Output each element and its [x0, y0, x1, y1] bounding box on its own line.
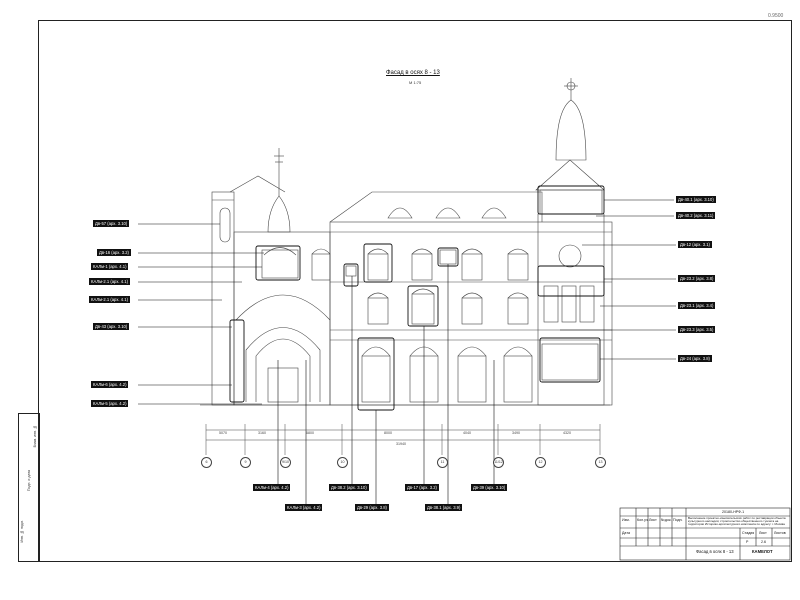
- callout-label: Дв-57 (арх. 3.10): [93, 220, 130, 227]
- callout-label: Дв-16 (арх. 3.2): [97, 249, 131, 256]
- callout-label: Дв-23.1 (арх. 3.4): [678, 302, 716, 309]
- callout-label: КАЛм-6 (арх. 4.2): [91, 381, 129, 388]
- title-block-drawing-name: Фасад в осях 8 - 13: [696, 549, 734, 554]
- callout-label: Дв-39 (арх. 3.10): [471, 484, 508, 491]
- title-block-row-label: №док.: [661, 518, 672, 522]
- callout-label: Дв-38.1 (арх. 3.9): [425, 504, 463, 511]
- callout-label: Дв-23.3 (арх. 3.5): [678, 326, 716, 333]
- title-block-row-label: Подп.: [673, 518, 683, 522]
- callout-label: Дв-12 (арх. 3.1): [678, 241, 712, 248]
- callout-label: Дв-17 (арх. 3.2): [405, 484, 439, 491]
- title-block-code: 20180-НРФ-1: [722, 510, 745, 514]
- title-block-sheets-header: Листов: [774, 531, 786, 535]
- title-block-sheet-no: 2.6: [761, 540, 766, 544]
- title-block-stage: Р: [746, 540, 749, 544]
- dim-segment: 4320: [563, 431, 571, 435]
- page-title: Фасад в осях 8 - 13: [386, 70, 440, 76]
- dim-segment: 5070: [219, 431, 227, 435]
- callout-label: Дв-24 (арх. 3.8): [678, 355, 712, 362]
- callout-label: Дв-23.2 (арх. 3.8): [678, 275, 716, 282]
- dim-segment: 3160: [258, 431, 266, 435]
- sheet-border: [38, 20, 792, 562]
- title-block-row-label: Дата: [622, 531, 630, 535]
- title-block-row-label: Изм.: [622, 518, 630, 522]
- axis-bubble: 12: [535, 457, 546, 468]
- callout-label: Дв-38.2 (арх. 3.10): [329, 484, 369, 491]
- axis-bubble: 11/12: [493, 457, 504, 468]
- axis-bubble: 13: [595, 457, 606, 468]
- title-block-stage-header: Стадия: [742, 531, 755, 535]
- dim-segment: 4040: [463, 431, 471, 435]
- axis-bubble: 6: [201, 457, 212, 468]
- callout-label: КАЛм-5 (арх. 4.2): [91, 400, 129, 407]
- sheet-top-number: 0.9500: [768, 13, 784, 19]
- company-logo: КАМЕЛОТ: [752, 549, 773, 554]
- callout-label: КАЛм-1 (арх. 4.1): [91, 263, 129, 270]
- dim-segment: 3490: [512, 431, 520, 435]
- title-block-sheet-header: Лист: [759, 531, 767, 535]
- callout-label: КАЛм-2.1 (арх. 4.1): [89, 278, 130, 285]
- callout-label: КАЛм-4 (арх. 4.2): [253, 484, 291, 491]
- callout-label: Дв-40.1 (арх. 3.10): [676, 196, 716, 203]
- callout-label: Дв-40.2 (арх. 3.11): [676, 212, 716, 219]
- axis-bubble: 9/10: [280, 457, 291, 468]
- callout-label: Дв-43 (арх. 3.10): [93, 323, 130, 330]
- dim-segment: 8000: [384, 431, 392, 435]
- callout-label: КАЛм-3 (арх. 4.2): [285, 504, 323, 511]
- title-block-description: Выполнение проектно-изыскательских работ…: [688, 517, 786, 527]
- dim-total: 31940: [396, 442, 406, 446]
- title-block-row-label: Кол.уч.: [637, 518, 649, 522]
- axis-bubble: 9: [240, 457, 251, 468]
- page-scale: М 1:75: [409, 80, 422, 85]
- axis-bubble: 11: [437, 457, 448, 468]
- axis-bubble: 10: [337, 457, 348, 468]
- dim-segment: 6800: [306, 431, 314, 435]
- callout-label: КАЛм-2.1 (арх. 4.1): [89, 296, 130, 303]
- side-stamp-box: [18, 413, 40, 562]
- callout-label: Дв-29 (арх. 3.8): [355, 504, 389, 511]
- title-block-row-label: Лист: [649, 518, 657, 522]
